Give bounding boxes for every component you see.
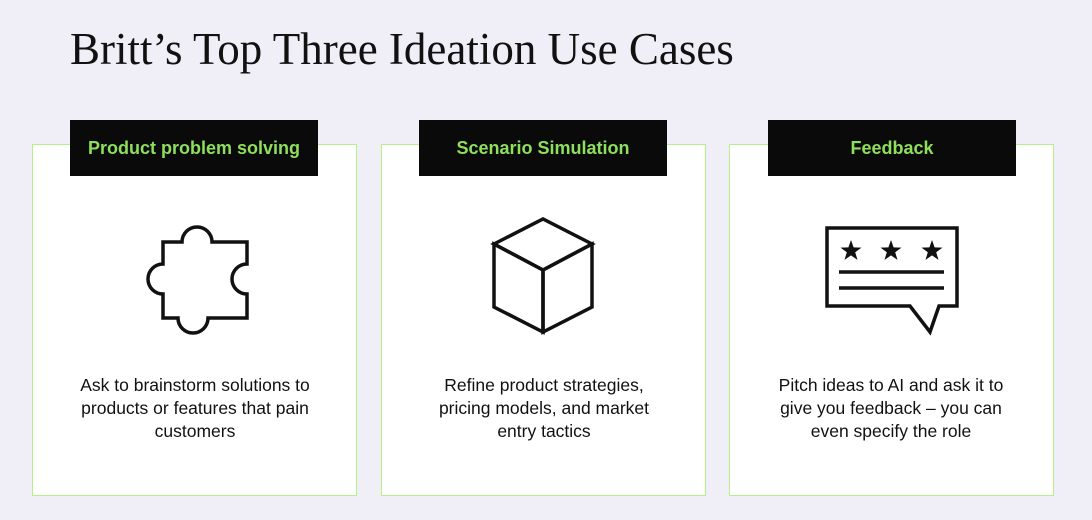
puzzle-piece-icon [125, 212, 265, 342]
cube-icon [473, 212, 613, 342]
card-description-feedback: Pitch ideas to AI and ask it to give you… [778, 375, 1004, 441]
use-case-card-feedback [729, 144, 1054, 496]
slide-title: Britt’s Top Three Ideation Use Cases [70, 24, 734, 74]
card-description-product-problem-solving: Ask to brainstorm solutions to products … [80, 375, 310, 441]
use-case-card-product-problem-solving [32, 144, 357, 496]
card-description-scenario-simulation: Refine product strategies, pricing model… [438, 375, 650, 441]
card-header-product-problem-solving: Product problem solving [70, 120, 318, 176]
card-header-scenario-simulation: Scenario Simulation [419, 120, 667, 176]
rating-speech-bubble-icon [822, 212, 962, 342]
card-header-feedback: Feedback [768, 120, 1016, 176]
